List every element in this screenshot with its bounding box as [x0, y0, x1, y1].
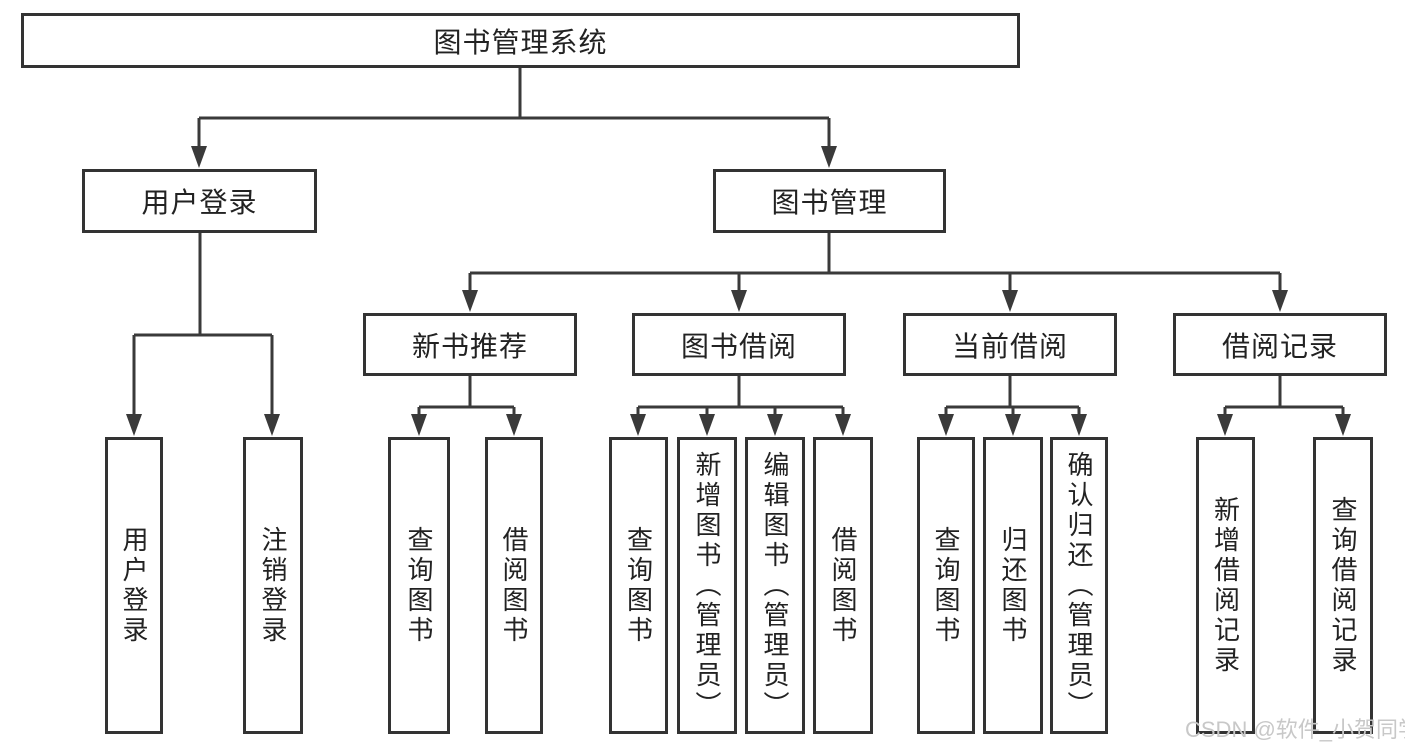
- node-leaf-edit-books-admin: 编辑图书（管理员）: [745, 437, 805, 734]
- node-leaf-add-books-admin: 新增图书（管理员）: [677, 437, 737, 734]
- node-leaf-borrow-books-recommend: 借阅图书: [485, 437, 543, 734]
- node-book-borrow: 图书借阅: [632, 313, 846, 376]
- node-leaf-query-books-borrow: 查询图书: [609, 437, 668, 734]
- node-leaf-logout: 注销登录: [243, 437, 303, 734]
- node-leaf-add-borrow-record: 新增借阅记录: [1196, 437, 1255, 734]
- node-leaf-query-borrow-record: 查询借阅记录: [1313, 437, 1373, 734]
- node-leaf-user-login: 用户登录: [105, 437, 163, 734]
- node-leaf-query-books-recommend: 查询图书: [388, 437, 450, 734]
- arrowheads: [126, 146, 1351, 436]
- node-leaf-return-books: 归还图书: [983, 437, 1043, 734]
- node-new-book-recommend: 新书推荐: [363, 313, 577, 376]
- node-borrow-records: 借阅记录: [1173, 313, 1387, 376]
- connector-paths: [132, 68, 1345, 416]
- node-book-management-branch: 图书管理: [713, 169, 946, 233]
- node-leaf-query-books-current: 查询图书: [917, 437, 975, 734]
- node-user-login-branch: 用户登录: [82, 169, 317, 233]
- node-root-system: 图书管理系统: [21, 13, 1020, 68]
- node-leaf-confirm-return-admin: 确认归还（管理员）: [1050, 437, 1108, 734]
- node-current-borrow: 当前借阅: [903, 313, 1117, 376]
- watermark-text: CSDN @软件_小贺同学: [1185, 717, 1405, 742]
- node-leaf-borrow-books: 借阅图书: [813, 437, 873, 734]
